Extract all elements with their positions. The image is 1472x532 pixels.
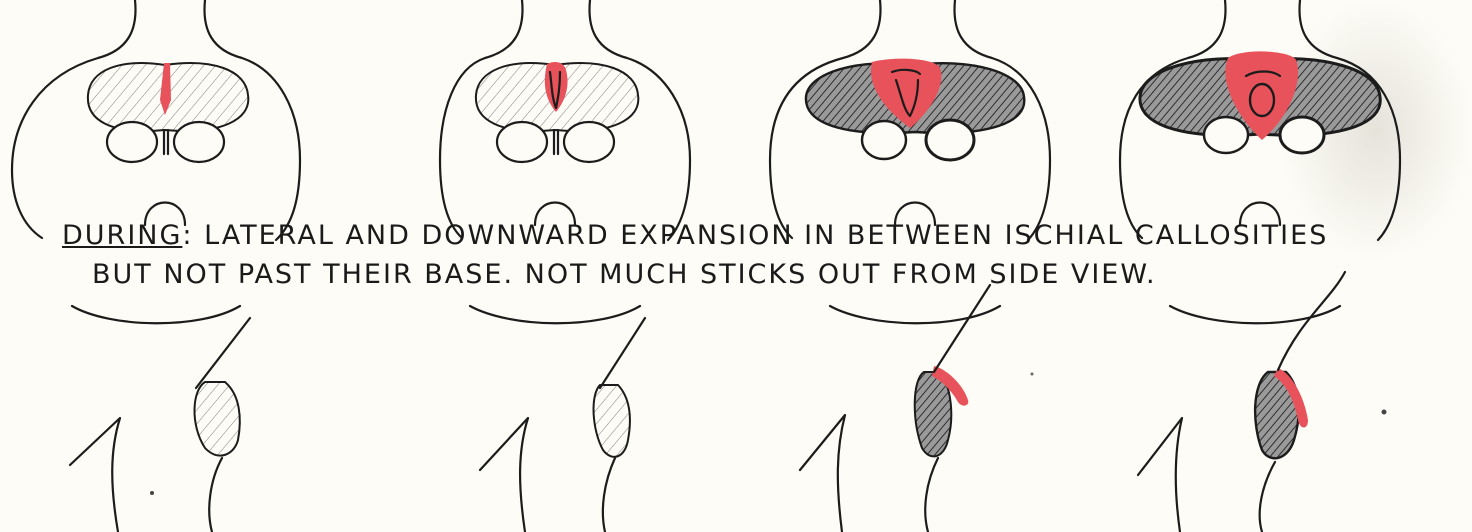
stage-1-side-bulge — [194, 382, 239, 456]
stage-4-side-view — [1138, 272, 1345, 532]
stage-4-right-ischium — [1280, 117, 1324, 153]
stage-3-left-ischium — [862, 121, 906, 159]
caption-line-1: DURING: LATERAL AND DOWNWARD EXPANSION I… — [62, 222, 1328, 249]
caption-colon: : — [182, 220, 193, 251]
stray-dot — [1382, 410, 1387, 415]
stage-1-left-ischium — [107, 122, 157, 162]
stage-2-side-bulge — [594, 385, 630, 457]
stage-2-side-view — [480, 318, 645, 532]
caption-label: DURING — [62, 220, 182, 251]
stage-1-right-ischium — [174, 122, 224, 162]
stray-dot — [1031, 373, 1034, 376]
stage-2-right-ischium — [564, 122, 614, 162]
stage-2-left-ischium — [497, 122, 547, 162]
caption-line-2: BUT NOT PAST THEIR BASE. NOT MUCH STICKS… — [92, 261, 1157, 288]
stray-dot — [150, 491, 154, 495]
stage-4-left-ischium — [1204, 117, 1248, 153]
caption-text-1: LATERAL AND DOWNWARD EXPANSION IN BETWEE… — [194, 220, 1329, 251]
stage-1-side-view — [70, 318, 250, 532]
stage-3-right-ischium — [926, 120, 974, 160]
